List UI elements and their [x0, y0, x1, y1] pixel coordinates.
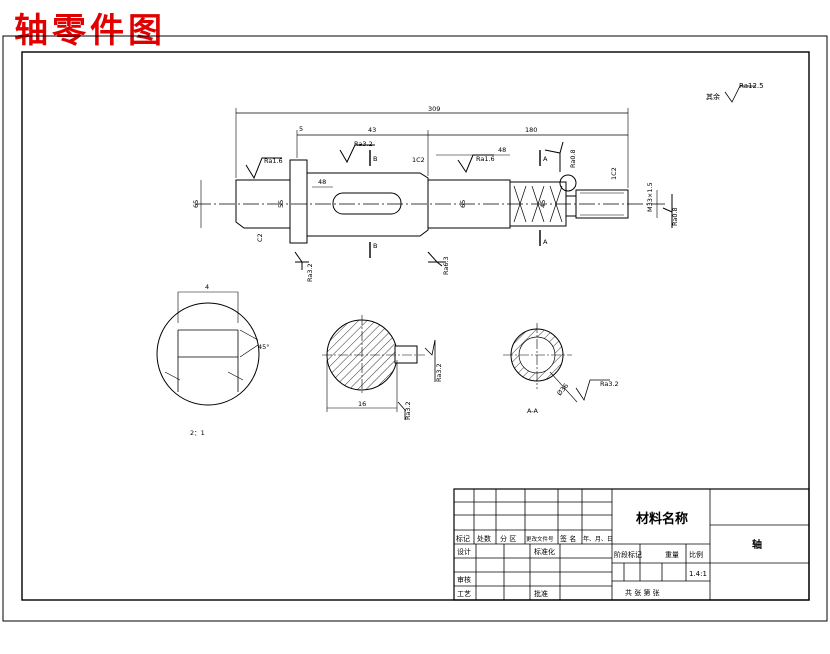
- roughness-note-value: Ra12.5: [739, 82, 764, 90]
- rough-r1: Ra1.6: [264, 157, 283, 165]
- dim-left-dia: 65: [192, 200, 200, 208]
- dim-right-dia: 45: [539, 200, 547, 208]
- title-block-texts: 材料名称 轴 标记 处数 分 区 更改文件号 签 名 年、月、日 设计 标准化 …: [456, 511, 762, 598]
- rough-r3: Ra1.6: [476, 155, 495, 163]
- dim-overall-length: 309: [428, 105, 440, 113]
- dim-thread-spec: M33×1.5: [646, 182, 654, 212]
- dim-segment-left: 43: [368, 126, 376, 134]
- section-b-texts: 16 Ra3.2 Ra3.2: [358, 363, 443, 420]
- row-label-date: 年、月、日: [583, 535, 613, 543]
- row-label-sign: 签 名: [560, 534, 576, 543]
- detail-view-texts: 4 45° 2：1: [190, 283, 270, 437]
- rough-r4: Ra0.8: [569, 149, 577, 168]
- marker-a-bottom: A: [543, 238, 548, 246]
- marker-b-top: B: [373, 155, 377, 163]
- section-name: A-A: [527, 407, 539, 415]
- scale-label: 比例: [689, 550, 703, 559]
- dim-right-step: 48: [318, 178, 326, 186]
- row-label-change-doc: 更改文件号: [526, 535, 554, 543]
- marker-b-bottom: B: [373, 242, 377, 250]
- sheet-info: 共 张 第 张: [625, 588, 660, 597]
- rough-r9: Ra3.2: [404, 401, 412, 420]
- dim-segment-right: 180: [525, 126, 537, 134]
- detail-scale: 2：1: [190, 429, 205, 437]
- label-design: 设计: [457, 547, 471, 556]
- row-label-mark: 标记: [456, 534, 470, 543]
- rough-r10: Ra3.2: [600, 380, 619, 388]
- dim-chamfer-right: 1C2: [610, 167, 618, 180]
- dim-section2-depth: 16: [358, 400, 366, 408]
- weight-label: 重量: [665, 551, 679, 559]
- shaft-main-view: [195, 108, 673, 270]
- marker-a-top: A: [543, 155, 548, 163]
- part-name: 轴: [752, 538, 762, 551]
- stage-mark-label: 阶段标记: [614, 550, 642, 559]
- row-label-count: 处数: [477, 534, 491, 543]
- material-name: 材料名称: [636, 511, 688, 527]
- detail-view: [156, 291, 260, 406]
- section-b-view: [322, 315, 436, 420]
- rough-r7: Ra6.3: [442, 256, 450, 275]
- outer-border: [2, 35, 828, 622]
- rough-r2: Ra3.2: [354, 140, 373, 148]
- title-block: [453, 488, 810, 601]
- rough-r6: Ra3.2: [306, 263, 314, 282]
- dim-chamfer-mid: 1C2: [412, 156, 425, 164]
- dim-keyway-len: 48: [498, 146, 506, 154]
- shaft-dimension-texts: 309 43 180 48 48 5 65 55 65 45 M33×1.5 C…: [192, 105, 679, 282]
- dim-left-dia2: 55: [277, 200, 285, 208]
- dim-small-step: 5: [299, 125, 303, 133]
- dim-mid-dia: 65: [459, 200, 467, 208]
- dim-chamfer-left: C2: [256, 233, 264, 242]
- page-title: 轴零件图: [14, 11, 166, 51]
- label-approve: 批准: [534, 589, 548, 598]
- label-process: 工艺: [457, 590, 471, 598]
- scale-value: 1.4:1: [689, 570, 707, 578]
- inner-frame: [21, 51, 810, 601]
- section-a-view: [503, 323, 610, 403]
- roughness-note-prefix: 其余: [706, 92, 720, 101]
- rough-r8: Ra3.2: [435, 363, 443, 382]
- dim-section3-size: Ø36: [555, 382, 570, 397]
- dim-section-width: 4: [205, 283, 209, 291]
- dim-section-angle: 45°: [258, 343, 270, 351]
- label-review: 审核: [457, 575, 471, 584]
- roughness-note: 其余 Ra12.5: [706, 82, 764, 103]
- row-label-zone: 分 区: [500, 534, 516, 543]
- rough-r5: Ra0.8: [671, 207, 679, 226]
- label-standardize: 标准化: [534, 547, 555, 556]
